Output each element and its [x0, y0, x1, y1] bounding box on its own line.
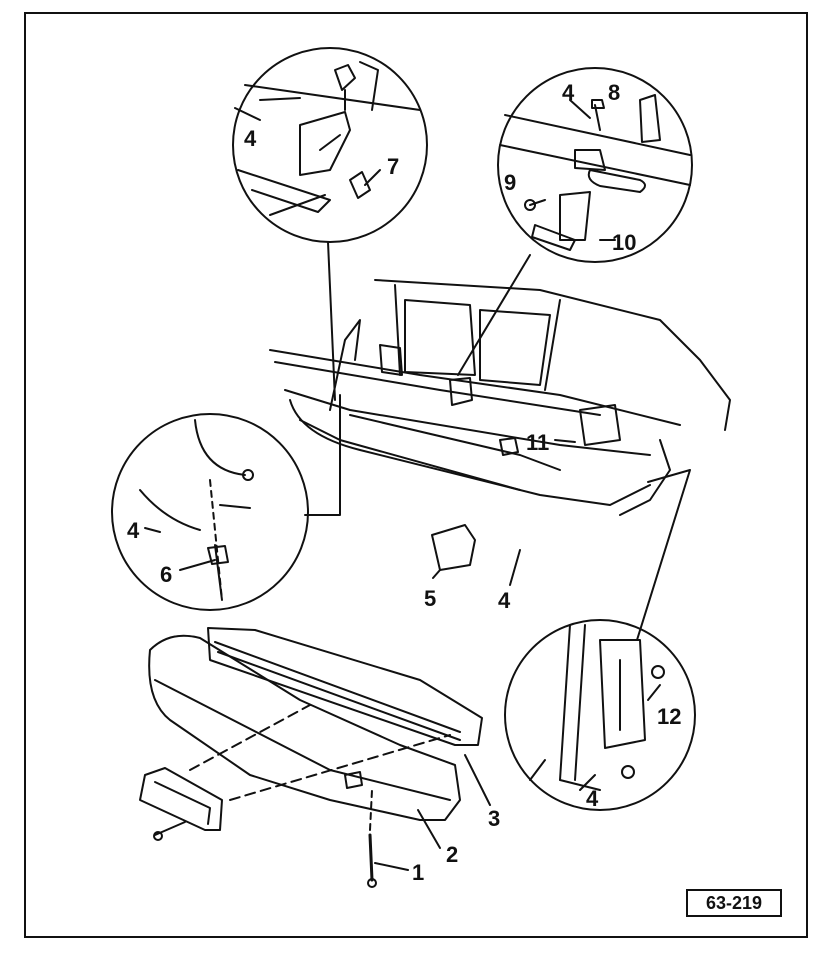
callout-4-left: 4: [127, 518, 140, 543]
callout-4-top-right: 4: [562, 80, 575, 105]
detail-circle-mount-bracket: [497, 67, 693, 263]
callout-8: 8: [608, 80, 620, 105]
callout-4-bottom-right: 4: [586, 786, 599, 811]
car-front-body: [269, 279, 731, 516]
callout-11: 11: [526, 430, 549, 455]
detail-circle-bracket-bolt: [232, 47, 428, 243]
detail-circle-stud: [111, 413, 309, 611]
callout-7: 7: [387, 154, 399, 179]
callout-6: 6: [160, 562, 172, 587]
fog-light: [431, 524, 476, 571]
figure-reference-number: 63-219: [686, 889, 782, 917]
bumper-cover: [148, 634, 461, 821]
callout-2: 2: [446, 842, 458, 867]
callout-4-top-left: 4: [244, 126, 257, 151]
license-plate-bracket: [139, 767, 223, 841]
callout-12: 12: [657, 704, 681, 729]
callout-1: 1: [412, 860, 424, 885]
callout-9: 9: [504, 170, 516, 195]
callout-5: 5: [424, 586, 436, 611]
grille-bar: [207, 627, 483, 746]
callout-4-center: 4: [498, 588, 511, 613]
figure-frame: [24, 12, 808, 938]
callout-3: 3: [488, 806, 500, 831]
callout-10: 10: [612, 230, 636, 255]
detail-circle-side-bracket: [504, 619, 696, 811]
